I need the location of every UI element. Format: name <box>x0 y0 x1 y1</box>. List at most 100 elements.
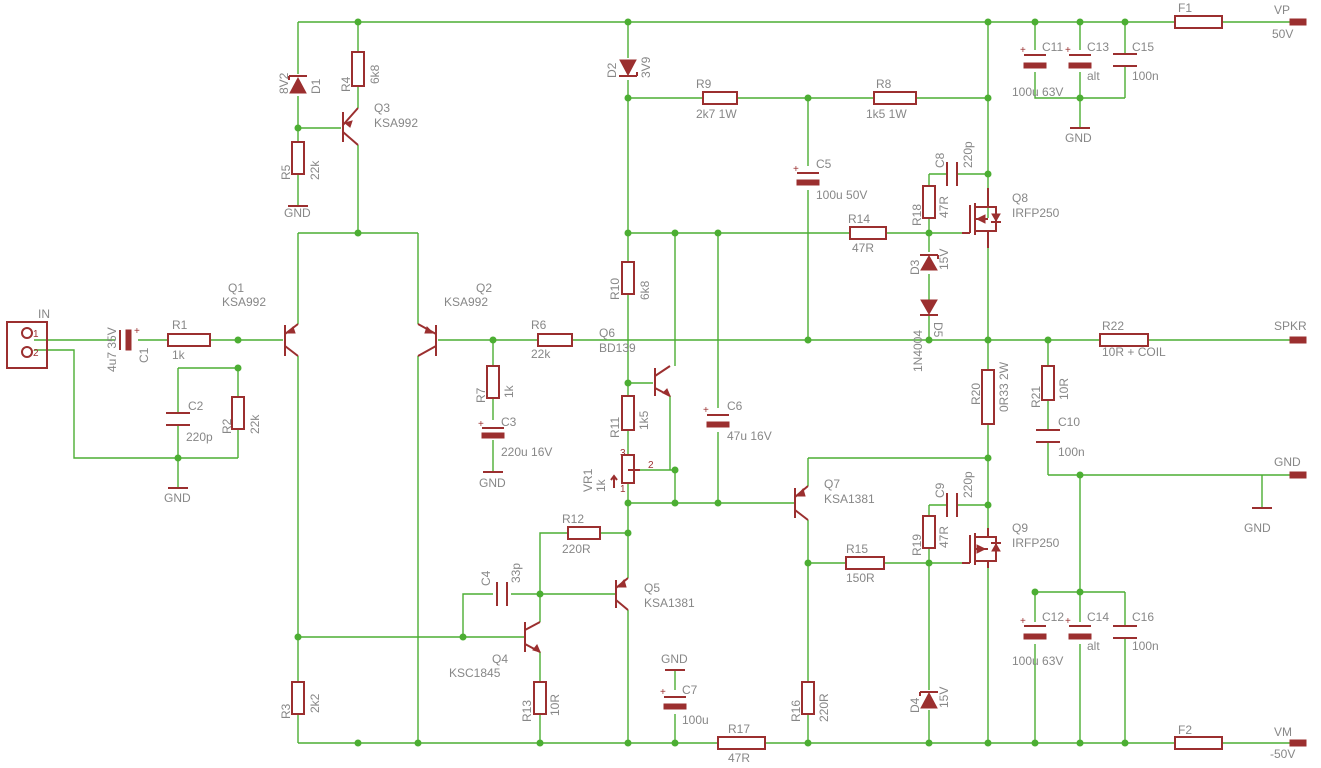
c13-label: C13 <box>1087 40 1109 54</box>
d5-value: 1N4004 <box>911 330 925 372</box>
r13-value: 10R <box>548 694 562 716</box>
resistor-r11 <box>621 395 635 431</box>
r12-label: R12 <box>562 512 584 526</box>
c14-label: C14 <box>1087 610 1109 624</box>
r18-value: 47R <box>937 196 951 218</box>
q7-label: Q7 <box>824 477 840 491</box>
r7-value: 1k <box>502 384 516 398</box>
junctions <box>174 18 1129 747</box>
r3-label: R3 <box>279 703 293 719</box>
r12-value: 220R <box>562 542 591 556</box>
gnd-label-c2: GND <box>164 491 191 505</box>
vm-net-value: -50V <box>1270 747 1295 761</box>
c7-value: 100u <box>682 713 709 727</box>
d1-label: D1 <box>309 78 323 94</box>
resistor-r20 <box>981 369 995 425</box>
r10-value: 6k8 <box>638 280 652 300</box>
input-label: IN <box>38 307 50 321</box>
vr1-value: 1k <box>594 478 608 492</box>
gnd-label-c7: GND <box>661 652 688 666</box>
r8-value: 1k5 1W <box>866 107 907 121</box>
svg-text:+: + <box>478 419 484 430</box>
c6-value: 47u 16V <box>727 429 772 443</box>
c16-value: 100n <box>1132 639 1159 653</box>
r8-label: R8 <box>876 77 892 91</box>
d2-label: D2 <box>605 62 619 78</box>
resistor-r3 <box>291 681 305 715</box>
r14-label: R14 <box>848 212 870 226</box>
vr1-label: VR1 <box>581 468 595 492</box>
f1-label: F1 <box>1178 1 1192 15</box>
c12-value: 100u 63V <box>1012 654 1063 668</box>
r9-value: 2k7 1W <box>696 107 737 121</box>
q3-value: KSA992 <box>374 116 418 130</box>
resistor-r9 <box>702 91 738 105</box>
gnd-net-label: GND <box>1274 455 1301 469</box>
r16-value: 220R <box>817 693 831 722</box>
vp-net-value: 50V <box>1272 27 1293 41</box>
spkr-net-label: SPKR <box>1274 319 1307 333</box>
connector-pin-2-label: 2 <box>33 348 39 359</box>
labels: C1 4u7 35V R1 1k C2 220p R2 22k GND 8V2 … <box>105 1 1307 765</box>
input-connector: 1 2 <box>6 321 48 369</box>
r21-value: 10R <box>1057 378 1071 400</box>
c13-value: alt <box>1087 69 1100 83</box>
resistor-r8 <box>873 91 917 105</box>
q8-label: Q8 <box>1012 191 1028 205</box>
r19-label: R19 <box>910 534 924 556</box>
c1-value: 4u7 35V <box>105 327 119 372</box>
resistor-r10 <box>621 261 635 295</box>
r15-label: R15 <box>846 542 868 556</box>
c10-value: 100n <box>1058 445 1085 459</box>
r14-value: 47R <box>852 241 874 255</box>
r17-value: 47R <box>728 751 750 765</box>
svg-text:+: + <box>1065 45 1071 56</box>
q9-value: IRFP250 <box>1012 536 1060 550</box>
vr1-pin-2: 2 <box>648 460 654 471</box>
c8-value: 220p <box>961 141 975 168</box>
c1-label: C1 <box>137 347 151 363</box>
q8-value: IRFP250 <box>1012 206 1060 220</box>
r20-value: 0R33 2W <box>997 361 1011 412</box>
resistor-r6 <box>537 333 573 347</box>
r5-label: R5 <box>279 164 293 180</box>
q2-value: KSA992 <box>444 295 488 309</box>
c7-label: C7 <box>682 683 698 697</box>
resistor-r7 <box>486 365 500 399</box>
c14-value: alt <box>1087 639 1100 653</box>
vr1-pin-1: 1 <box>620 484 626 495</box>
resistor-r1 <box>167 333 211 347</box>
transistor-q3 <box>342 107 359 146</box>
diodes <box>288 59 939 709</box>
c4-value: 33p <box>509 563 523 583</box>
r2-value: 22k <box>248 414 262 434</box>
c16-label: C16 <box>1132 610 1154 624</box>
resistor-r2 <box>231 396 245 430</box>
resistor-r22 <box>1099 333 1149 347</box>
resistor-r15 <box>845 556 885 570</box>
d2-value: 3V9 <box>639 56 653 78</box>
r10-label: R10 <box>608 278 622 300</box>
net-pads <box>1289 18 1307 747</box>
svg-text:+: + <box>703 405 709 416</box>
c9-value: 220p <box>961 471 975 498</box>
r6-label: R6 <box>531 318 547 332</box>
r15-value: 150R <box>846 571 875 585</box>
gnd-symbols <box>168 127 1272 671</box>
resistor-r21 <box>1041 365 1055 401</box>
r4-label: R4 <box>339 76 353 92</box>
svg-text:+: + <box>793 164 799 175</box>
resistor-r14 <box>849 226 887 240</box>
c5-value: 100u 50V <box>816 188 867 202</box>
c3-value: 220u 16V <box>501 445 552 459</box>
r3-value: 2k2 <box>308 693 322 713</box>
r22-label: R22 <box>1102 319 1124 333</box>
d3-label: D3 <box>908 259 922 275</box>
c10-label: C10 <box>1058 415 1080 429</box>
resistor-r5 <box>291 141 305 175</box>
gnd-label-r5: GND <box>284 206 311 220</box>
r22-value: 10R + COIL <box>1102 345 1166 359</box>
c15-label: C15 <box>1132 40 1154 54</box>
vr1-pin-3: 3 <box>620 448 626 459</box>
